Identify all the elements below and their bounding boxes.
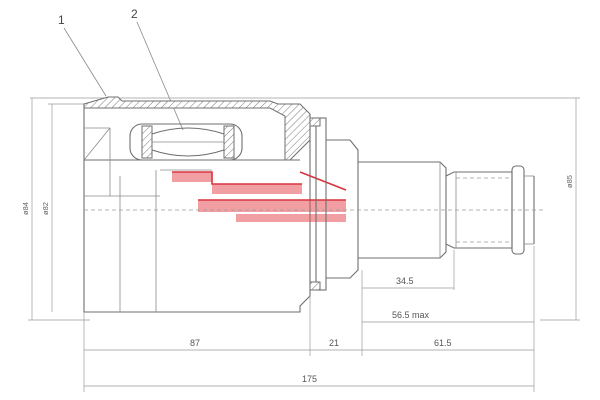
housing-chamfer (83, 127, 111, 161)
callout-1-label: 1 (58, 13, 65, 27)
callout-2: 2 (131, 7, 184, 131)
red-band-2 (212, 184, 302, 194)
shaft-body (358, 161, 447, 259)
roller-outline (129, 123, 243, 161)
housing-outline (83, 104, 311, 313)
dim-label-d84: ø84 (21, 202, 30, 215)
dim-label-21: 21 (329, 338, 339, 348)
dim-label-56-5: 56.5 max (392, 310, 430, 320)
dim-label-34-5: 34.5 (396, 276, 414, 286)
callout-1-leader (63, 27, 107, 97)
dim-label-175: 175 (302, 374, 317, 384)
red-band-3 (198, 200, 346, 212)
outer-housing (83, 96, 311, 313)
roller-cap-right (223, 125, 235, 159)
right-diameter-dim: ø85 (540, 98, 580, 321)
horizontal-dims: 34.5 56.5 max 87 21 61.5 175 (83, 246, 535, 392)
dim-label-61-5: 61.5 (434, 338, 452, 348)
red-outline-3 (299, 171, 347, 191)
left-diameter-dims: ø84 ø82 (21, 98, 90, 321)
dim-label-d85: ø85 (565, 175, 574, 188)
callout-2-leader (136, 21, 184, 131)
roller-cap-left (141, 125, 153, 159)
red-outline-1 (172, 171, 302, 185)
roller-curve-bottom (151, 149, 225, 157)
dim-label-87: 87 (190, 338, 200, 348)
red-band-1 (172, 172, 212, 182)
callout-1: 1 (58, 13, 107, 97)
red-band-4 (236, 214, 346, 222)
roller-curve-top (151, 127, 225, 135)
seal-hatch-top (309, 117, 321, 127)
tripod-roller (129, 123, 243, 161)
seal-ring (315, 117, 327, 291)
dim-label-d82: ø82 (41, 202, 50, 215)
callout-2-label: 2 (131, 7, 138, 21)
seal-hatch-bottom (309, 281, 321, 291)
spider-highlight (160, 169, 347, 222)
